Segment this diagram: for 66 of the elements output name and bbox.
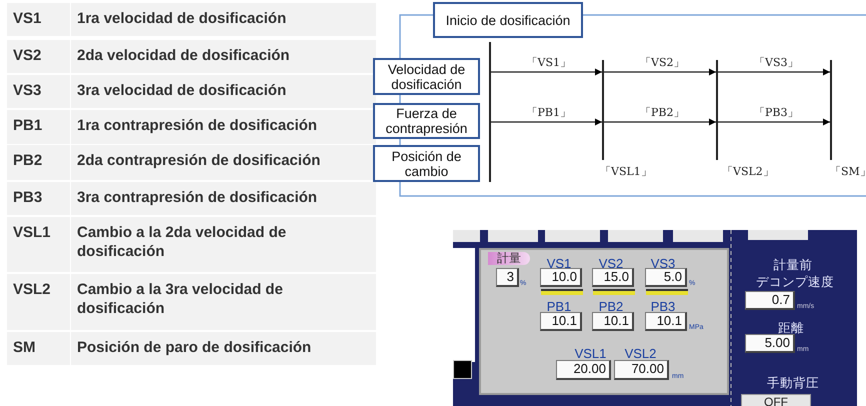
table-cell: Cambio a la 2da velocidad de dosificación [71, 217, 376, 272]
arrow [718, 68, 830, 76]
position-label: 「VSL2」 [722, 164, 774, 179]
value-field: 20.00 [556, 360, 611, 380]
edge-label: 「PB1」 [526, 105, 566, 120]
vertical-line [716, 60, 718, 160]
value-field: 10.0 [540, 268, 582, 287]
value-field: 3 [496, 268, 519, 287]
value-field: 0.7 [745, 291, 795, 310]
table-cell: 2da velocidad de dosificación [71, 40, 376, 73]
table-cell: Posición de paro de dosificación [71, 332, 376, 365]
table-cell: 3ra contrapresión de dosificación [71, 182, 376, 215]
value-field: 70.00 [614, 360, 669, 380]
label-box: Inicio de dosificación [433, 2, 583, 38]
menu-tab: 計量 [488, 252, 530, 265]
value-field: 5.0 [645, 268, 687, 287]
value-field: 10.1 [645, 312, 687, 331]
table-cell: Cambio a la 3ra velocidad de dosificación [71, 274, 376, 330]
label-box: Velocidad de dosificación [373, 58, 480, 95]
arrow [604, 118, 716, 126]
vertical-line [489, 42, 491, 182]
table-cell: PB3 [7, 182, 70, 215]
value-field: 10.1 [540, 312, 582, 331]
edge-label: 「PB3」 [754, 105, 794, 120]
field-label: VSL2 [624, 347, 658, 361]
toggle-button: OFF [741, 394, 811, 406]
position-label: 「VSL1」 [600, 164, 652, 179]
arrow [491, 118, 602, 126]
table-cell: VSL2 [7, 274, 70, 330]
table-cell: 2da contrapresión de dosificación [71, 145, 376, 180]
edge-label: 「VS3」 [754, 55, 794, 70]
table-cell: VS3 [7, 75, 70, 108]
field-label: VS3 [650, 257, 676, 271]
table-cell: PB1 [7, 110, 70, 144]
field-label: 距離 [777, 321, 805, 335]
field-label: 計量前 [772, 258, 814, 272]
table-cell: 1ra contrapresión de dosificación [71, 110, 376, 144]
vertical-line [830, 60, 832, 160]
field-label: デコンプ速度 [755, 275, 835, 289]
arrow [604, 68, 716, 76]
value-field: 5.00 [745, 334, 795, 353]
field-label: VSL1 [574, 347, 608, 361]
table-cell: 1ra velocidad de dosificación [71, 3, 376, 36]
field-label: PB2 [598, 300, 624, 314]
table-cell: VSL1 [7, 217, 70, 272]
edge-label: 「VS1」 [526, 55, 566, 70]
label-box: Fuerza de contrapresión [373, 103, 480, 139]
field-label: PB3 [650, 300, 676, 314]
vertical-line [602, 60, 604, 160]
field-label: VS1 [546, 257, 572, 271]
table-cell: 3ra velocidad de dosificación [71, 75, 376, 108]
field-label: 手動背圧 [766, 376, 820, 390]
edge-label: 「VS2」 [640, 55, 680, 70]
arrow [718, 118, 830, 126]
edge-label: 「PB2」 [640, 105, 680, 120]
position-label: 「SM」 [830, 164, 866, 179]
field-label: PB1 [546, 300, 572, 314]
field-label: VS2 [598, 257, 624, 271]
table-cell: VS1 [7, 3, 70, 36]
table-cell: PB2 [7, 145, 70, 180]
arrow [491, 68, 602, 76]
value-field: 15.0 [592, 268, 634, 287]
label-box: Posición de cambio [373, 145, 480, 182]
table-cell: VS2 [7, 40, 70, 73]
value-field: 10.1 [592, 312, 634, 331]
table-cell: SM [7, 332, 70, 365]
